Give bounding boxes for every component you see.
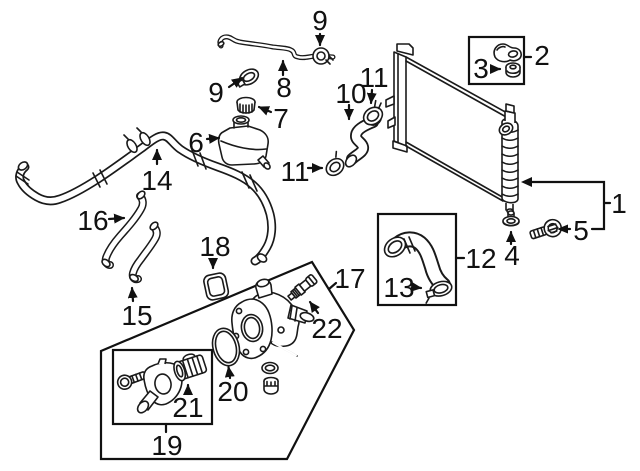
thermostat-drawing xyxy=(173,353,208,382)
callout-11-top-label: 11 xyxy=(359,62,388,93)
callout-2-label: 2 xyxy=(534,40,550,71)
overflow-hose-drawing xyxy=(217,34,336,61)
small-o-ring-drawing xyxy=(261,361,279,375)
callout-5-label: 5 xyxy=(573,215,589,246)
reservoir-tank-drawing xyxy=(217,115,271,170)
callout-22-label: 22 xyxy=(311,313,342,344)
callout-15-label: 15 xyxy=(121,300,152,331)
bracket-grommet-box xyxy=(467,35,526,86)
hose-clamp-9-top-drawing xyxy=(312,47,334,65)
gasket-drawing xyxy=(203,272,230,301)
callout-3-label: 3 xyxy=(473,53,489,84)
callout-8-label: 8 xyxy=(276,72,292,103)
callout-6-label: 6 xyxy=(188,127,204,158)
hose-clamp-drawing xyxy=(123,127,151,154)
callout-18-label: 18 xyxy=(199,231,230,262)
radiator-mount-grommet-drawing xyxy=(505,62,521,78)
callout-12-label: 12 xyxy=(465,243,496,274)
plug-drawing xyxy=(263,376,279,395)
bypass-hose-15-drawing xyxy=(128,221,161,284)
callout-11-left-label: 11 xyxy=(280,156,309,187)
callout-20-label: 20 xyxy=(217,376,248,407)
callout-9-left-label: 9 xyxy=(208,77,224,108)
thermostat-housing-cover-drawing xyxy=(136,358,183,414)
bypass-hose-16-drawing xyxy=(101,190,147,269)
lower-radiator-hose-drawing xyxy=(383,231,451,293)
callout-1-label: 1 xyxy=(611,188,627,219)
water-outlet-housing-drawing xyxy=(231,278,315,360)
reservoir-cap-drawing xyxy=(236,96,256,114)
callout-7-label: 7 xyxy=(273,103,289,134)
heater-hose-drawing xyxy=(15,127,277,266)
callout-10-label: 10 xyxy=(335,78,366,109)
drain-plug-drawing xyxy=(502,210,520,227)
mount-bolt-drawing xyxy=(529,218,563,240)
lower-hose-box xyxy=(376,212,458,307)
callout-leaders xyxy=(107,32,612,434)
callout-9-top-label: 9 xyxy=(312,5,328,36)
callout-21-label: 21 xyxy=(172,392,203,423)
radiator-drawing xyxy=(385,43,519,214)
callout-4-label: 4 xyxy=(504,240,520,271)
thermostat-kit-box xyxy=(111,348,214,426)
kit-bolt-drawing xyxy=(116,371,147,391)
callout-14-label: 14 xyxy=(141,165,172,196)
callout-labels: 1 2 3 4 5 6 7 8 9 9 10 11 11 12 13 14 15… xyxy=(77,5,626,461)
callout-19-label: 19 xyxy=(151,430,182,461)
hose-clamp-9-left-drawing xyxy=(236,68,260,88)
callout-16-label: 16 xyxy=(77,205,108,236)
water-outlet-group-box xyxy=(99,260,356,461)
hose-clamp-11-top-drawing xyxy=(362,99,384,126)
hose-clamp-11-left-drawing xyxy=(325,150,345,177)
o-ring-drawing xyxy=(211,327,241,367)
radiator-mount-bracket-drawing xyxy=(493,43,522,63)
temperature-sensor-drawing xyxy=(287,274,318,301)
hose-clamp-13-drawing xyxy=(425,280,453,304)
callout-13-label: 13 xyxy=(383,272,414,303)
callout-17-label: 17 xyxy=(334,263,365,294)
